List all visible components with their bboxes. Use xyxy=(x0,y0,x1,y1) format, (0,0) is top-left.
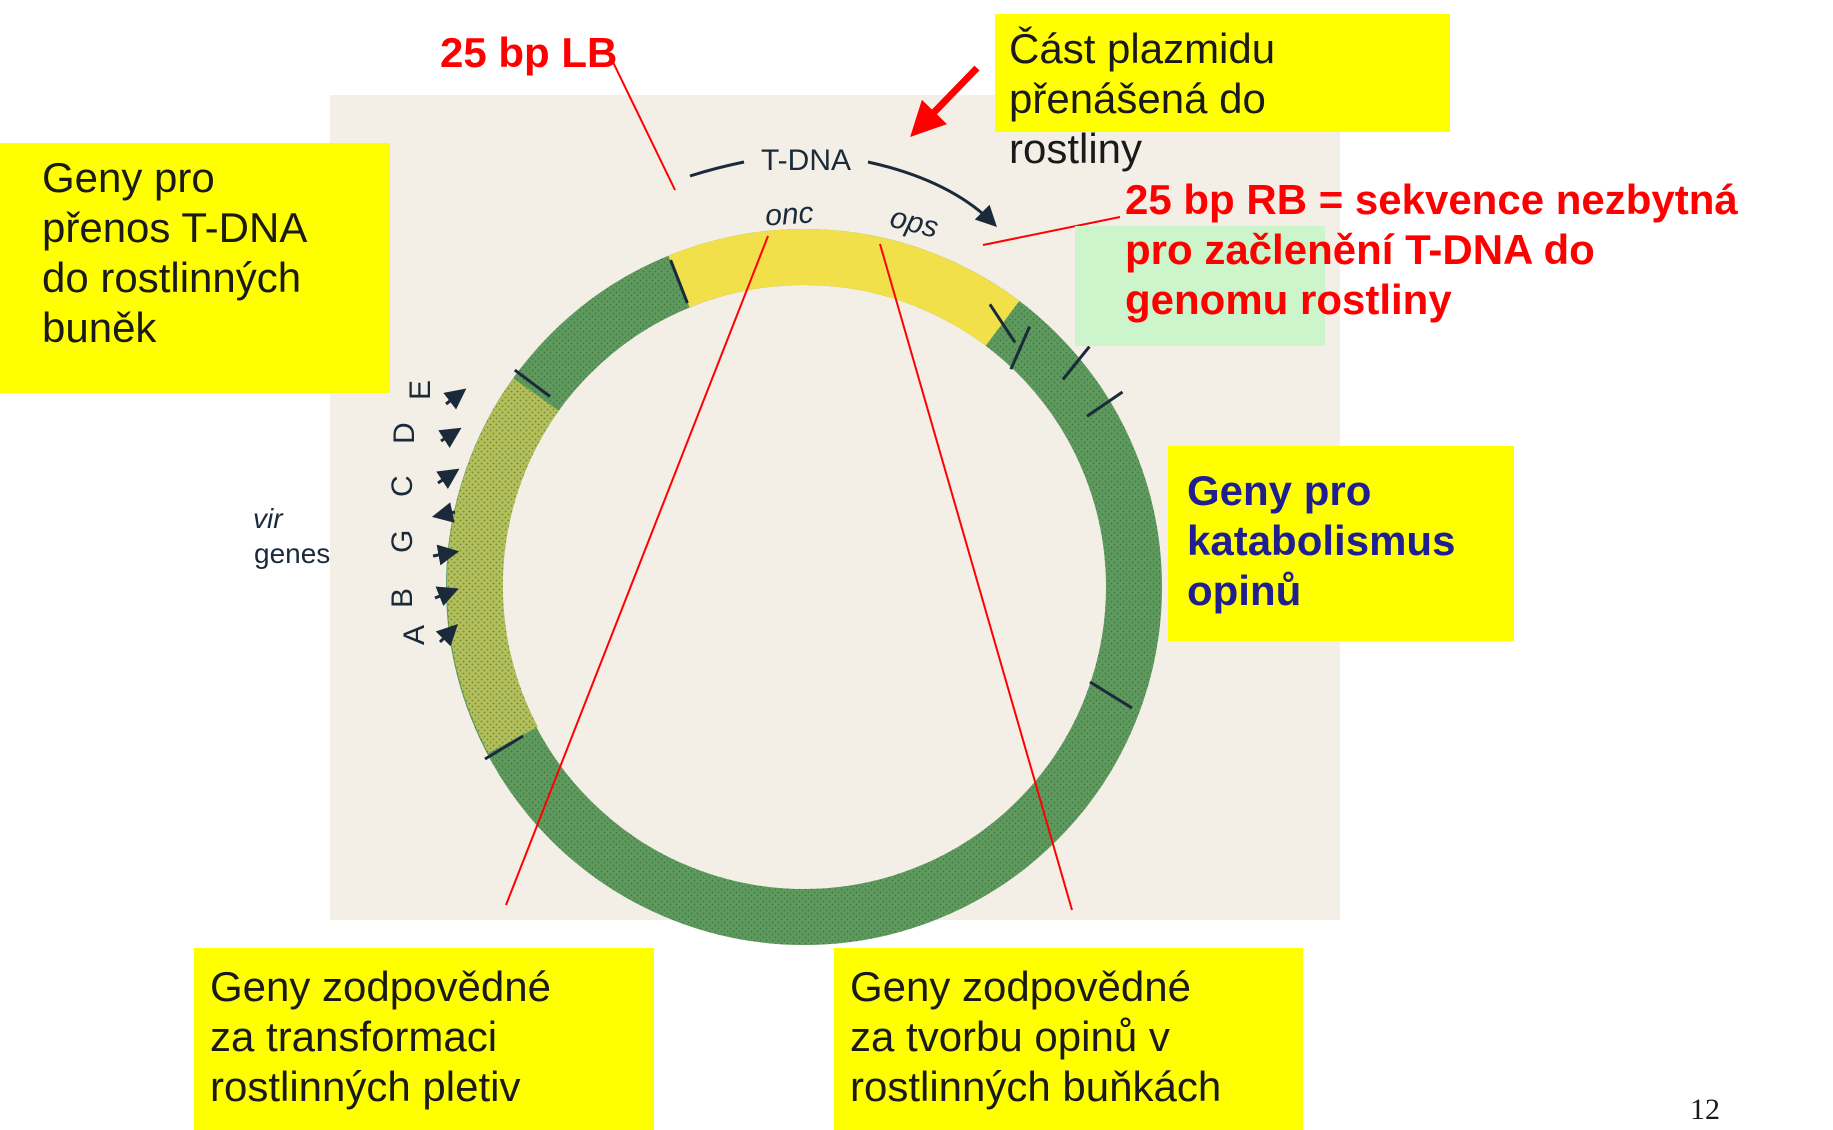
vir-gene-c: C xyxy=(386,475,419,497)
transform-genes-line-1: Geny zodpovědné xyxy=(210,963,551,1010)
vir-gene-d: D xyxy=(388,422,421,444)
region-boundaries xyxy=(484,259,1133,761)
transfer-genes-line-3: do rostlinných xyxy=(42,254,302,301)
transfer-genes-line-4: buněk xyxy=(42,304,157,351)
opine-genes-line-1: Geny zodpovědné xyxy=(850,963,1191,1010)
rb-highlight xyxy=(1075,226,1325,346)
t-dna-region xyxy=(668,229,1020,346)
ops-label: ops xyxy=(887,201,942,245)
opine-genes-line-2: za tvorbu opinů v xyxy=(850,1013,1170,1060)
vir-gene-b: B xyxy=(386,588,419,608)
red-arrow xyxy=(910,65,980,138)
transfer-genes-line-2: přenos T-DNA xyxy=(42,204,308,251)
page-number: 12 xyxy=(1690,1093,1720,1126)
catabolism-box: Geny pro katabolismus opinů xyxy=(1168,446,1514,641)
plasmid-part-box: Část plazmidu přenášená do rostliny xyxy=(995,14,1450,172)
vir-gene-markers: A B G C D E xyxy=(386,380,437,645)
pointer-lines xyxy=(505,59,1121,911)
rb-line-3: genomu rostliny xyxy=(1125,276,1452,323)
onc-label: onc xyxy=(764,196,815,232)
transfer-genes-line-1: Geny pro xyxy=(42,154,215,201)
rb-line-2: pro začlenění T-DNA do xyxy=(1125,226,1595,273)
vir-gene-e: E xyxy=(404,380,437,400)
transform-genes-line-2: za transformaci xyxy=(210,1013,498,1060)
rb-label: 25 bp RB = sekvence nezbytná pro začleně… xyxy=(1125,175,1738,325)
vir-label: vir xyxy=(253,503,284,534)
plasmid-ring-texture xyxy=(446,229,1162,945)
catabolism-line-3: opinů xyxy=(1187,567,1302,614)
vir-gene-arrows xyxy=(431,388,467,647)
plasmid-part-line-2: rostliny xyxy=(1009,125,1143,172)
catabolism-line-2: katabolismus xyxy=(1187,517,1456,564)
plasmid-part-line-1: Část plazmidu přenášená do xyxy=(1009,25,1276,122)
t-dna-arc-right xyxy=(867,160,997,227)
genes-label: genes xyxy=(254,538,330,569)
transform-genes-line-3: rostlinných pletiv xyxy=(210,1063,521,1110)
opine-genes-line-3: rostlinných buňkách xyxy=(850,1063,1222,1110)
t-dna-arc-left xyxy=(689,160,745,178)
rb-line-1: 25 bp RB = sekvence nezbytná xyxy=(1125,176,1738,223)
transfer-genes-box: Geny pro přenos T-DNA do rostlinných bun… xyxy=(0,143,390,393)
vir-gene-a: A xyxy=(398,625,431,645)
vir-gene-g: G xyxy=(386,530,419,553)
transform-genes-box: Geny zodpovědné za transformaci rostlinn… xyxy=(194,948,654,1130)
lb-label: 25 bp LB xyxy=(440,29,618,76)
opine-genes-box: Geny zodpovědné za tvorbu opinů v rostli… xyxy=(834,948,1303,1130)
t-dna-label: T-DNA xyxy=(761,144,851,177)
catabolism-line-1: Geny pro xyxy=(1187,467,1372,514)
